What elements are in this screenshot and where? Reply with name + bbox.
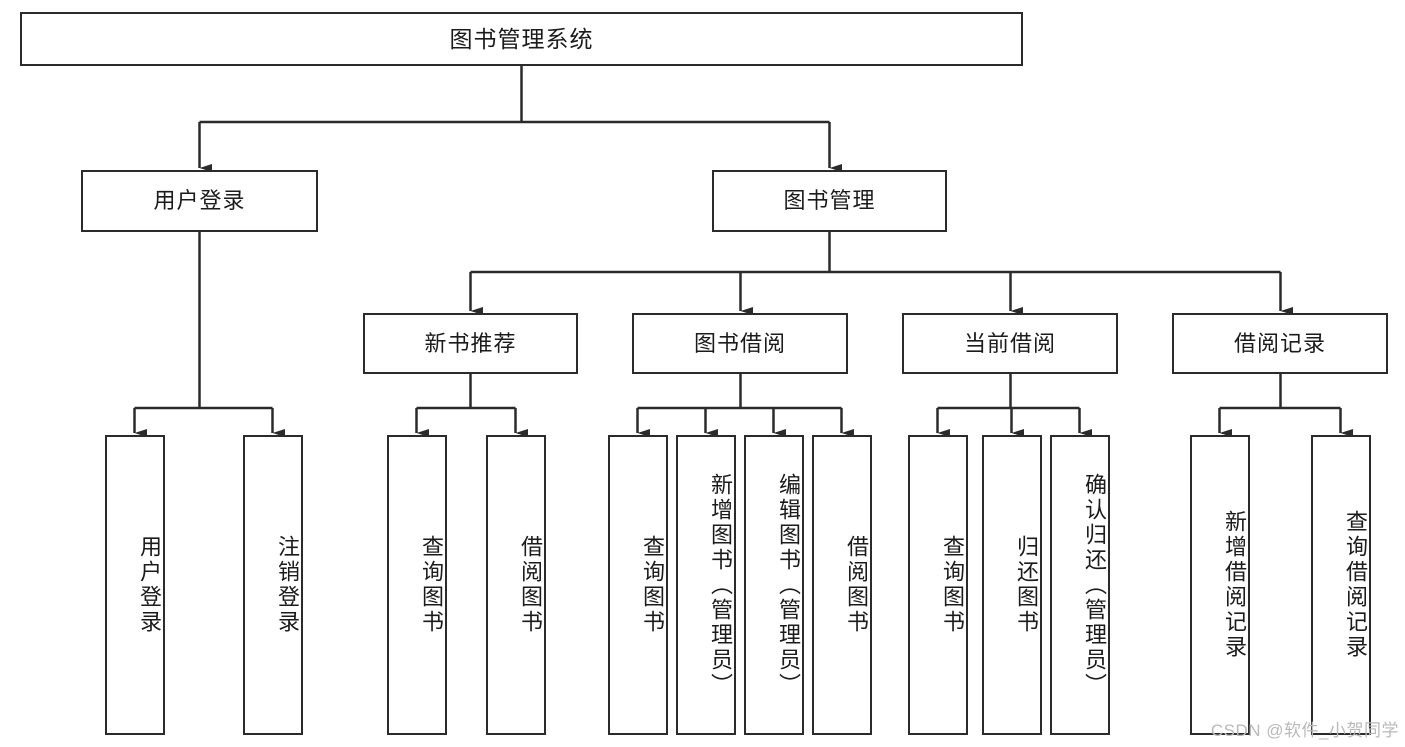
node-borrow-record-label: 借阅记录 xyxy=(1233,330,1326,356)
node-record-add[interactable]: 新增借阅记录 xyxy=(1190,435,1250,735)
node-borrow-query-book[interactable]: 查询图书 xyxy=(608,435,668,735)
node-borrow-edit-book-admin[interactable]: 编辑图书（管理员） xyxy=(744,435,804,735)
node-current-confirm-return-admin[interactable]: 确认归还（管理员） xyxy=(1050,435,1110,735)
node-borrow-borrow-book-label: 借阅图书 xyxy=(844,535,869,635)
csdn-watermark: CSDN @软件_小贺同学 xyxy=(1210,721,1399,740)
node-current-borrow-label: 当前借阅 xyxy=(963,330,1056,356)
node-borrow-record[interactable]: 借阅记录 xyxy=(1172,313,1388,374)
node-record-query-label: 查询借阅记录 xyxy=(1343,510,1368,660)
node-book-manage-label: 图书管理 xyxy=(783,188,876,214)
node-root-label: 图书管理系统 xyxy=(449,25,594,52)
node-current-borrow[interactable]: 当前借阅 xyxy=(902,313,1118,374)
node-book-borrow[interactable]: 图书借阅 xyxy=(632,313,848,374)
node-borrow-add-book-admin[interactable]: 新增图书（管理员） xyxy=(676,435,736,735)
node-borrow-add-book-admin-label: 新增图书（管理员） xyxy=(708,472,733,698)
node-new-book-recommend[interactable]: 新书推荐 xyxy=(363,313,578,374)
node-current-query-book[interactable]: 查询图书 xyxy=(908,435,968,735)
node-borrow-borrow-book[interactable]: 借阅图书 xyxy=(812,435,872,735)
node-user-logout[interactable]: 注销登录 xyxy=(243,435,303,735)
node-recommend-query-book-label: 查询图书 xyxy=(419,535,444,635)
node-user-login-label: 用户登录 xyxy=(153,188,246,214)
node-user-login-do[interactable]: 用户登录 xyxy=(105,435,165,735)
node-borrow-query-book-label: 查询图书 xyxy=(640,535,665,635)
node-record-query[interactable]: 查询借阅记录 xyxy=(1311,435,1371,735)
node-book-borrow-label: 图书借阅 xyxy=(693,330,786,356)
node-recommend-query-book[interactable]: 查询图书 xyxy=(387,435,447,735)
node-recommend-borrow-book[interactable]: 借阅图书 xyxy=(486,435,546,735)
node-book-manage[interactable]: 图书管理 xyxy=(712,170,947,232)
node-current-return-book-label: 归还图书 xyxy=(1014,535,1039,635)
node-current-confirm-return-admin-label: 确认归还（管理员） xyxy=(1082,472,1107,698)
node-root[interactable]: 图书管理系统 xyxy=(20,12,1023,66)
node-user-logout-label: 注销登录 xyxy=(275,535,300,635)
node-current-query-book-label: 查询图书 xyxy=(940,535,965,635)
node-borrow-edit-book-admin-label: 编辑图书（管理员） xyxy=(776,472,801,698)
node-current-return-book[interactable]: 归还图书 xyxy=(982,435,1042,735)
node-user-login-do-label: 用户登录 xyxy=(137,535,162,635)
node-recommend-borrow-book-label: 借阅图书 xyxy=(518,535,543,635)
node-record-add-label: 新增借阅记录 xyxy=(1222,510,1247,660)
node-new-book-recommend-label: 新书推荐 xyxy=(424,330,517,356)
node-user-login[interactable]: 用户登录 xyxy=(81,170,318,232)
